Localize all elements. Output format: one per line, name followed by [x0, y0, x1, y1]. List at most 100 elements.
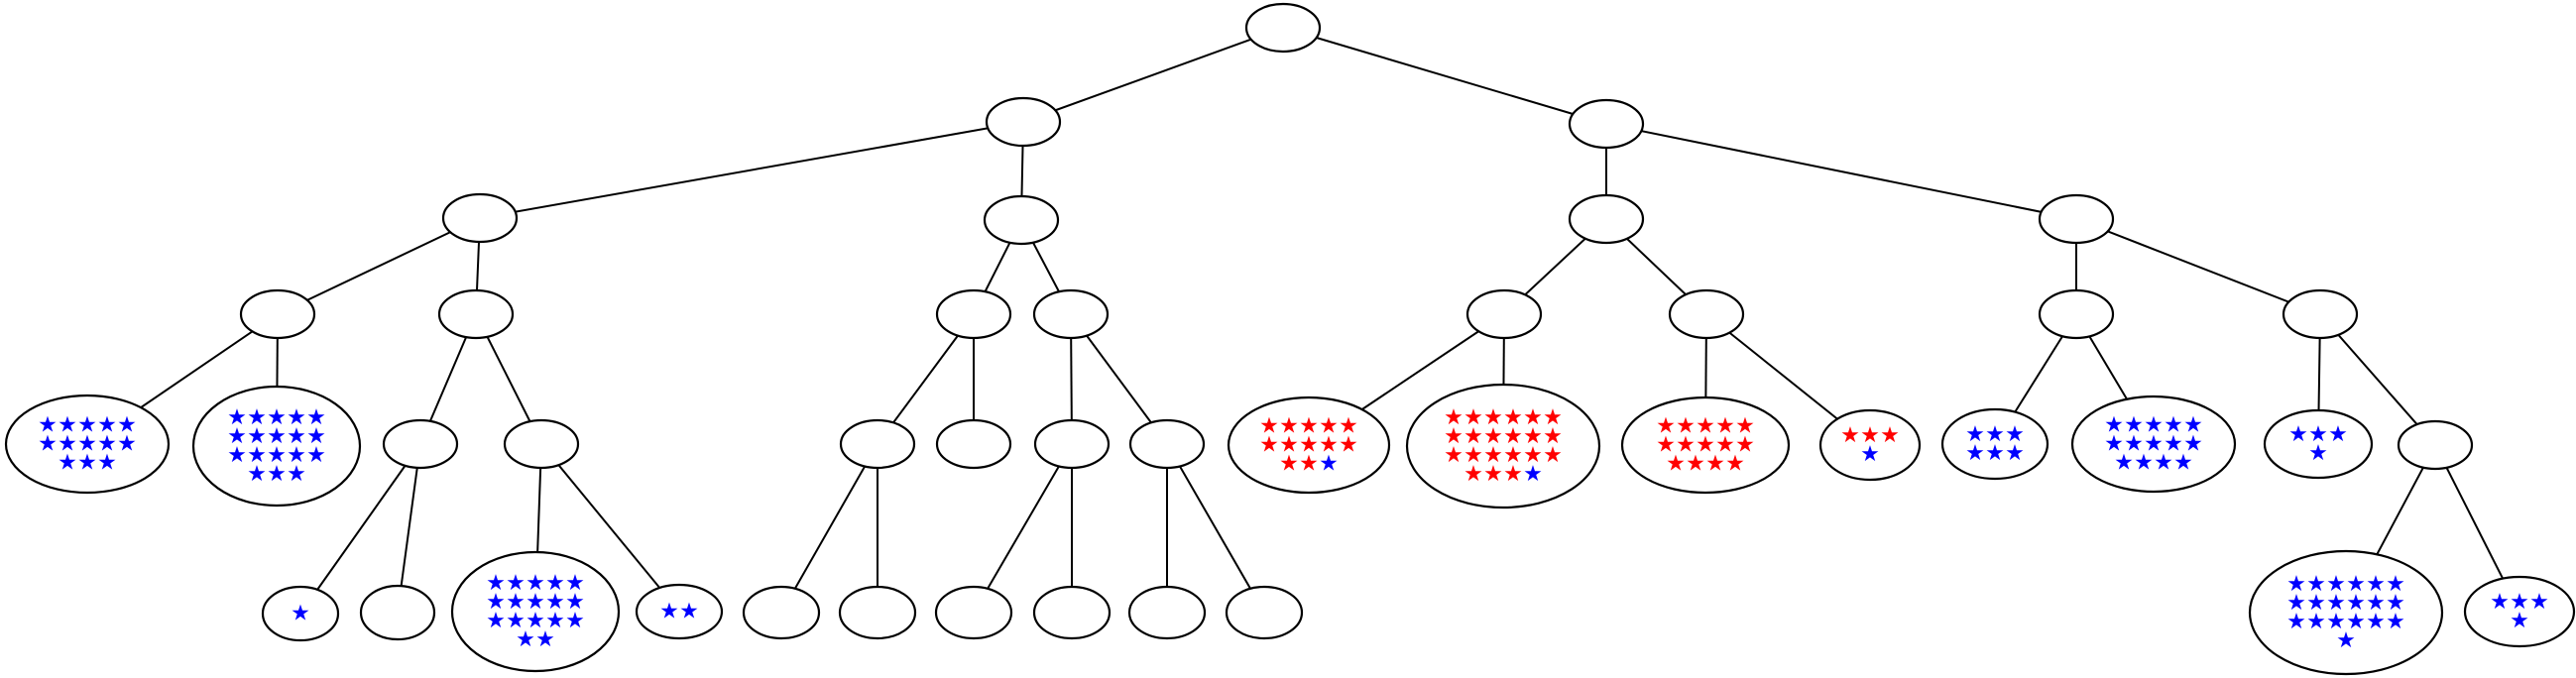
red-star-icon: ★: [1464, 462, 1483, 487]
tree-edge-n-ll-n-lll: [277, 217, 481, 315]
blue-star-icon: ★: [2336, 628, 2356, 653]
blue-star-icon: ★: [545, 571, 565, 596]
blue-star-icon: ★: [2529, 590, 2549, 615]
cluster-ellipse: [1568, 98, 1645, 150]
red-star-icon: ★: [1676, 433, 1696, 458]
tree-edge-n-lrrr-leaf-m: [1166, 443, 1265, 614]
blue-star-icon: ★: [227, 443, 247, 468]
tree-edge-n-l-n-ll: [479, 121, 1024, 219]
tree-node-n-rrl: [2038, 288, 2115, 340]
red-star-icon: ★: [1735, 433, 1755, 458]
tree-edge-n-lrrl-leaf-j: [973, 443, 1073, 614]
red-star-icon: ★: [1715, 433, 1735, 458]
blue-star-icon: ★: [267, 443, 287, 468]
cluster-ellipse: [359, 584, 436, 641]
cluster-ellipse: [2282, 288, 2359, 340]
red-star-icon: ★: [1319, 433, 1339, 458]
cluster-ellipse: [441, 192, 519, 244]
tree-node-root: [1244, 2, 1322, 54]
tree-node-n-rlr: [1668, 288, 1745, 340]
blue-star-icon: ★: [2346, 591, 2366, 616]
blue-star-icon: ★: [2183, 432, 2203, 457]
blue-star-icon: ★: [659, 600, 679, 624]
tree-node-n-lrl: [935, 288, 1012, 340]
blue-star-icon: ★: [306, 424, 326, 449]
blue-star-icon: ★: [526, 609, 545, 633]
tree-edge-root-n-l: [1022, 27, 1284, 123]
cluster-ellipse: [2038, 193, 2115, 245]
cluster-ellipse: [503, 418, 580, 470]
blue-star-icon: ★: [2164, 413, 2183, 438]
blue-star-icon: ★: [97, 451, 117, 476]
red-star-icon: ★: [1503, 443, 1523, 468]
tree-node-leaf-i: [935, 418, 1012, 470]
blue-star-icon: ★: [2124, 432, 2144, 457]
blue-star-icon: ★: [526, 571, 545, 596]
red-star-icon: ★: [1259, 433, 1279, 458]
blue-star-icon: ★: [97, 413, 117, 438]
blue-star-icon: ★: [2286, 591, 2306, 616]
blue-star-icon: ★: [2306, 591, 2326, 616]
blue-star-icon: ★: [287, 462, 306, 487]
blue-star-icon: ★: [486, 590, 506, 615]
red-star-icon: ★: [1464, 443, 1483, 468]
tree-nodes-layer: ★★★★★★★★★★★★★★★★★★★★★★★★★★★★★★★★★★★★★★★★…: [4, 2, 2576, 676]
tree-node-leaf-k: [1032, 585, 1112, 640]
red-star-icon: ★: [1444, 424, 1464, 449]
blue-star-icon: ★: [287, 405, 306, 430]
cluster-ellipse: [983, 194, 1060, 246]
blue-star-icon: ★: [267, 424, 287, 449]
blue-star-icon: ★: [565, 590, 585, 615]
cluster-ellipse: [1405, 383, 1601, 509]
tree-node-n-rrrr: [2397, 419, 2474, 471]
blue-star-icon: ★: [267, 462, 287, 487]
blue-star-icon: ★: [535, 627, 555, 652]
tree-node-leaf-d: [359, 584, 436, 641]
red-star-icon: ★: [1656, 433, 1676, 458]
blue-star-icon: ★: [247, 462, 267, 487]
blue-star-icon: ★: [247, 443, 267, 468]
cluster-ellipse: [2463, 575, 2576, 648]
cluster-ellipse: [1225, 585, 1304, 640]
cluster-ellipse: [1668, 288, 1745, 340]
cluster-ellipse: [191, 385, 362, 508]
blue-star-icon: ★: [77, 413, 97, 438]
blue-star-icon: ★: [2308, 441, 2328, 466]
red-star-icon: ★: [1503, 424, 1523, 449]
blue-star-icon: ★: [2328, 422, 2348, 447]
tree-edge-n-rr-n-rrr: [2075, 218, 2321, 315]
tree-node-leaf-c: ★: [261, 585, 340, 642]
cluster-ellipse: [1032, 288, 1110, 340]
blue-star-icon: ★: [545, 590, 565, 615]
blue-star-icon: ★: [516, 627, 535, 652]
cluster-ellipse: [1940, 407, 2049, 481]
tree-node-n-r: [1568, 98, 1645, 150]
tree-node-leaf-j: [934, 585, 1013, 640]
red-star-icon: ★: [1503, 462, 1523, 487]
blue-star-icon: ★: [2124, 413, 2144, 438]
blue-star-icon: ★: [2366, 572, 2386, 597]
blue-star-icon: ★: [2306, 610, 2326, 634]
red-star-icon: ★: [1543, 405, 1563, 430]
blue-star-icon: ★: [227, 405, 247, 430]
cluster-ellipse: [2248, 549, 2444, 676]
red-star-icon: ★: [1279, 433, 1299, 458]
blue-star-icon: ★: [526, 590, 545, 615]
blue-star-icon: ★: [2386, 610, 2405, 634]
blue-star-icon: ★: [2005, 441, 2025, 466]
tree-edge-n-llrr-leaf-f: [540, 443, 680, 613]
red-star-icon: ★: [1523, 424, 1543, 449]
cluster-ellipse: [935, 418, 1012, 470]
blue-star-icon: ★: [1319, 452, 1339, 477]
blue-star-icon: ★: [77, 432, 97, 457]
blue-star-icon: ★: [2510, 590, 2529, 615]
blue-star-icon: ★: [1523, 462, 1543, 487]
red-star-icon: ★: [1676, 414, 1696, 439]
cluster-ellipse: [1244, 2, 1322, 54]
blue-star-icon: ★: [2366, 591, 2386, 616]
tree-node-n-lrr: [1032, 288, 1110, 340]
tree-node-leaf-e: ★★★★★★★★★★★★★★★★★: [450, 550, 621, 673]
tree-node-n-llrl: [382, 418, 459, 470]
tree-node-n-rr: [2038, 193, 2115, 245]
